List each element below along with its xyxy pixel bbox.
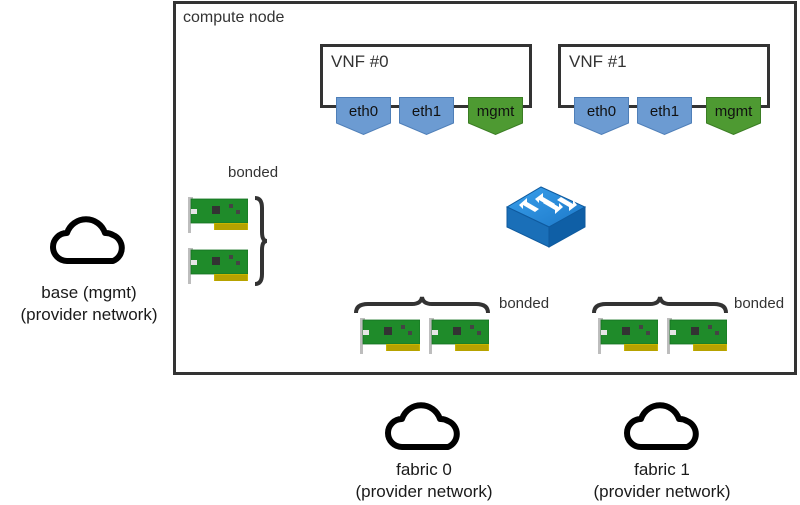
bond-2-label: bonded xyxy=(734,295,785,312)
vnf-0-box xyxy=(320,44,532,108)
cloud-icon xyxy=(621,397,705,453)
cloud-icon xyxy=(382,397,466,453)
vnf-1-mgmt-label: mgmt xyxy=(714,103,753,120)
vnf-1-mgmt-tag[interactable]: mgmt xyxy=(706,97,761,136)
nic-card-icon xyxy=(667,318,727,354)
nic-card-icon xyxy=(188,197,248,233)
bond-1-brace xyxy=(354,296,490,314)
nic-card-icon xyxy=(360,318,420,354)
vnf-1-label: VNF #1 xyxy=(569,52,627,71)
bond-2-brace xyxy=(592,296,728,314)
bond-0-label: bonded xyxy=(228,164,279,181)
nic-card-icon xyxy=(598,318,658,354)
nic-card-icon xyxy=(188,248,248,284)
vnf-0-eth1-label: eth1 xyxy=(411,103,442,120)
compute-node-box xyxy=(173,1,797,375)
vnf-0-mgmt-tag[interactable]: mgmt xyxy=(468,97,523,136)
compute-node-label: compute node xyxy=(183,9,285,26)
bond-1-label: bonded xyxy=(499,295,550,312)
vnf-1-eth0-tag[interactable]: eth0 xyxy=(574,97,629,136)
vnf-1-eth1-label: eth1 xyxy=(649,103,680,120)
vnf-0-mgmt-label: mgmt xyxy=(476,103,515,120)
cloud-fabric1-label: fabric 1 (provider network) xyxy=(577,459,747,503)
vnf-0-eth0-label: eth0 xyxy=(348,103,379,120)
bond-0-brace xyxy=(254,196,268,286)
network-switch-icon xyxy=(505,186,587,248)
cloud-base-label: base (mgmt) (provider network) xyxy=(4,282,174,326)
cloud-fabric0-label: fabric 0 (provider network) xyxy=(339,459,509,503)
vnf-1-eth0-label: eth0 xyxy=(586,103,617,120)
vnf-0-label: VNF #0 xyxy=(331,52,389,71)
cloud-fabric1-line1: fabric 1 xyxy=(634,460,690,479)
cloud-base-line1: base (mgmt) xyxy=(41,283,137,302)
vnf-1-eth1-tag[interactable]: eth1 xyxy=(637,97,692,136)
cloud-icon xyxy=(47,211,131,267)
cloud-base-line2: (provider network) xyxy=(20,305,158,324)
vnf-0-eth1-tag[interactable]: eth1 xyxy=(399,97,454,136)
cloud-fabric1-line2: (provider network) xyxy=(593,482,731,501)
cloud-fabric0-line1: fabric 0 xyxy=(396,460,452,479)
vnf-0-eth0-tag[interactable]: eth0 xyxy=(336,97,391,136)
cloud-fabric0-line2: (provider network) xyxy=(355,482,493,501)
nic-card-icon xyxy=(429,318,489,354)
vnf-1-box xyxy=(558,44,770,108)
